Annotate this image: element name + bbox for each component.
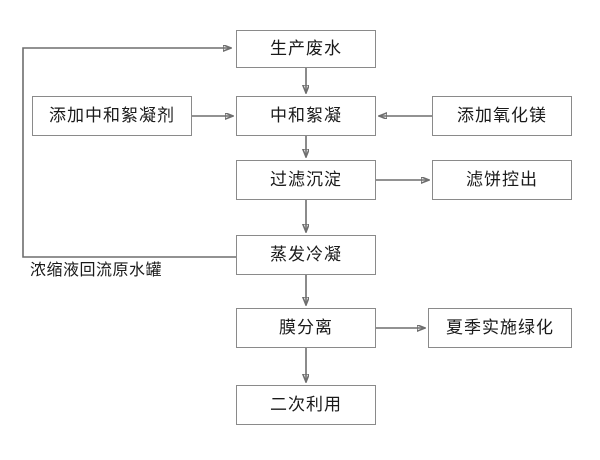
concentrate-return-label: 浓缩液回流原水罐 <box>30 260 163 279</box>
node-label: 过滤沉淀 <box>270 169 342 190</box>
node-label: 添加氧化镁 <box>457 105 547 126</box>
node-membrane-separation[interactable]: 膜分离 <box>236 308 376 348</box>
node-label: 生产废水 <box>270 38 342 59</box>
node-add-magnesium-oxide[interactable]: 添加氧化镁 <box>432 96 572 136</box>
node-secondary-reuse[interactable]: 二次利用 <box>236 385 376 425</box>
connector-recycle-loop <box>22 48 236 258</box>
node-label: 夏季实施绿化 <box>446 317 554 338</box>
node-label: 中和絮凝 <box>270 105 342 126</box>
node-summer-greening[interactable]: 夏季实施绿化 <box>428 308 572 348</box>
node-label: 滤饼控出 <box>466 169 538 190</box>
node-filter-precipitate[interactable]: 过滤沉淀 <box>236 160 376 200</box>
node-label: 添加中和絮凝剂 <box>49 105 175 126</box>
node-raw-wastewater[interactable]: 生产废水 <box>236 30 376 68</box>
node-label: 蒸发冷凝 <box>270 244 342 265</box>
node-add-coagulant[interactable]: 添加中和絮凝剂 <box>32 96 192 136</box>
node-label: 二次利用 <box>270 394 342 415</box>
node-evaporate-condense[interactable]: 蒸发冷凝 <box>236 235 376 275</box>
node-label: 膜分离 <box>279 317 333 338</box>
node-filter-cake-out[interactable]: 滤饼控出 <box>432 160 572 200</box>
node-neutralize-coagulate[interactable]: 中和絮凝 <box>236 96 376 136</box>
